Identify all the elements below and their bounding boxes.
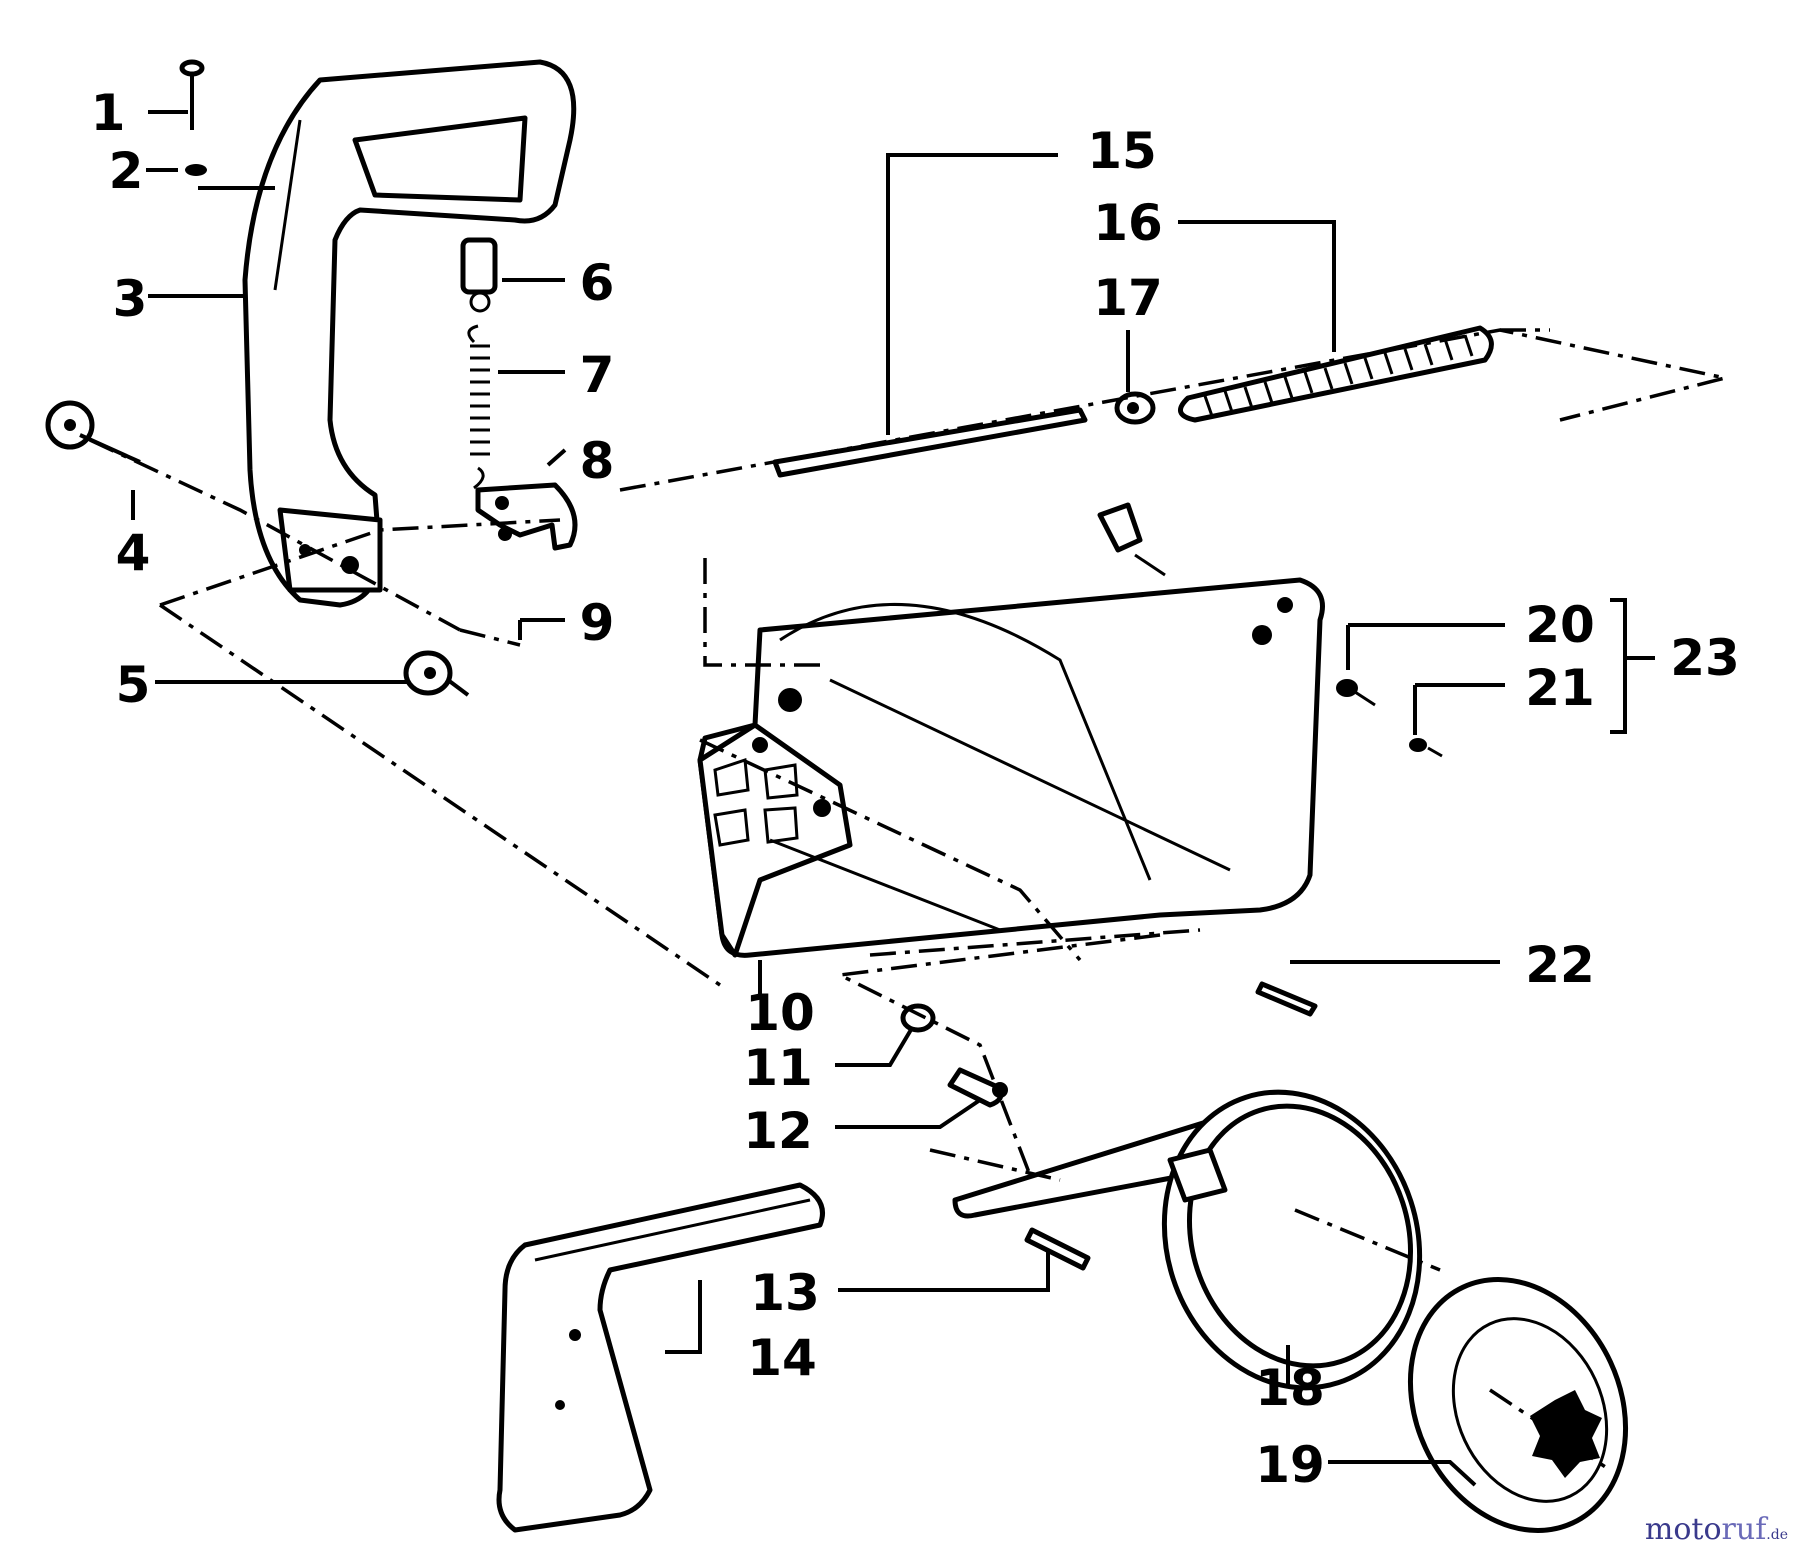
label-8: 8 [580, 432, 615, 490]
leader-lines [131, 110, 1655, 1487]
label-23: 23 [1670, 629, 1740, 687]
label-7: 7 [580, 346, 615, 404]
label-19: 19 [1255, 1436, 1325, 1494]
label-4: 4 [116, 524, 151, 582]
label-11: 11 [743, 1039, 813, 1097]
label-10: 10 [745, 984, 815, 1042]
tension-spring [1178, 325, 1494, 423]
watermark-part-2: ruf [1721, 1512, 1767, 1547]
alignment-lines [89, 328, 1726, 1472]
label-15: 15 [1087, 122, 1157, 180]
bolt-knob [45, 400, 141, 464]
label-1: 1 [91, 84, 126, 142]
label-13: 13 [750, 1264, 820, 1322]
chain-cover-housing [697, 502, 1325, 958]
small-parts-20-21 [1336, 679, 1443, 758]
brake-band [952, 1089, 1423, 1391]
nut [403, 650, 470, 697]
label-21: 21 [1525, 659, 1595, 717]
bumper-spike [496, 1182, 825, 1533]
clutch-drum-sprocket [1407, 1277, 1629, 1533]
label-16: 16 [1093, 194, 1163, 252]
label-17: 17 [1093, 269, 1163, 327]
watermark-part-3: .de [1766, 1527, 1788, 1543]
label-12: 12 [743, 1102, 813, 1160]
label-20: 20 [1525, 596, 1595, 654]
label-14: 14 [747, 1329, 817, 1387]
tension-bar [772, 407, 1088, 478]
part-labels: 1 2 3 4 5 6 7 8 9 10 11 12 13 14 15 16 1… [91, 84, 1740, 1494]
label-22: 22 [1525, 936, 1595, 994]
tension-washer [1114, 391, 1156, 425]
label-9: 9 [580, 594, 615, 652]
watermark-part-1: moto [1644, 1512, 1722, 1547]
label-5: 5 [116, 656, 151, 714]
label-3: 3 [113, 270, 148, 328]
label-2: 2 [109, 142, 144, 200]
label-6: 6 [580, 254, 615, 312]
pins [900, 981, 1318, 1271]
spring-and-catch [460, 237, 578, 551]
label-18: 18 [1255, 1359, 1325, 1417]
watermark-logo: motoruf.de [1645, 1512, 1788, 1547]
front-handle [242, 59, 577, 608]
screw-and-washer [179, 59, 207, 176]
